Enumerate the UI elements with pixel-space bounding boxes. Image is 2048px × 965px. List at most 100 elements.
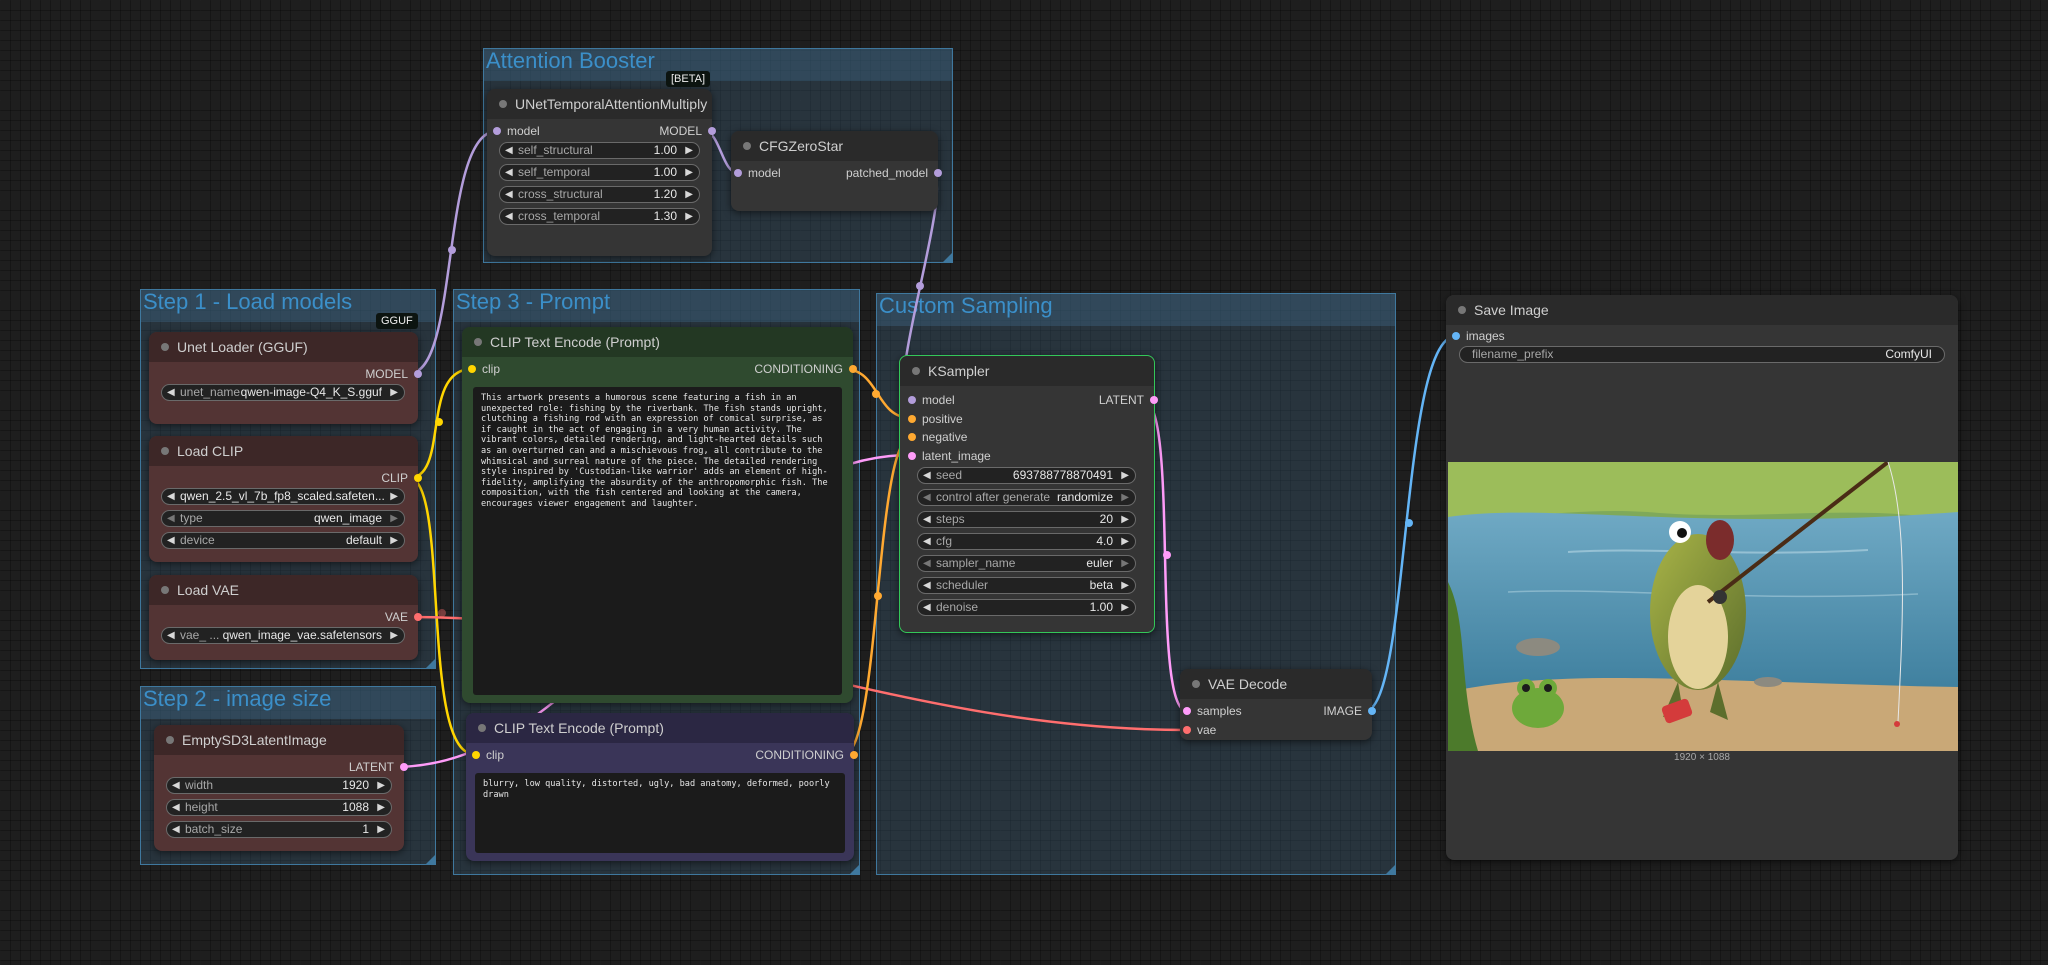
node-title[interactable]: CLIP Text Encode (Prompt) bbox=[466, 713, 854, 743]
input-slot-clip[interactable]: clip bbox=[472, 747, 504, 763]
node-collapse-dot[interactable] bbox=[1458, 306, 1466, 314]
decrement-arrow-icon[interactable]: ◀ bbox=[172, 780, 180, 791]
node-collapse-dot[interactable] bbox=[1192, 680, 1200, 688]
decrement-arrow-icon[interactable]: ◀ bbox=[505, 145, 513, 156]
input-slot-clip[interactable]: clip bbox=[468, 361, 500, 377]
node-load-clip[interactable]: Load CLIP CLIP ◀qwen_2.5_vl_7b_fp8_scale… bbox=[149, 436, 422, 562]
increment-arrow-icon[interactable]: ▶ bbox=[377, 802, 385, 813]
prev-option-arrow-icon[interactable]: ◀ bbox=[167, 387, 175, 398]
increment-arrow-icon[interactable]: ▶ bbox=[685, 211, 693, 222]
increment-arrow-icon[interactable]: ▶ bbox=[685, 167, 693, 178]
prev-option-arrow-icon[interactable]: ◀ bbox=[167, 513, 175, 524]
node-collapse-dot[interactable] bbox=[912, 367, 920, 375]
next-option-arrow-icon[interactable]: ▶ bbox=[1121, 580, 1129, 591]
node-title[interactable]: Unet Loader (GGUF) bbox=[149, 332, 418, 362]
increment-arrow-icon[interactable]: ▶ bbox=[1121, 602, 1129, 613]
node-collapse-dot[interactable] bbox=[161, 586, 169, 594]
next-option-arrow-icon[interactable]: ▶ bbox=[390, 491, 398, 502]
node-load-vae[interactable]: Load VAE VAE ◀vae_ ...qwen_image_vae.saf… bbox=[149, 575, 422, 660]
node-collapse-dot[interactable] bbox=[161, 447, 169, 455]
node-title[interactable]: VAE Decode bbox=[1180, 669, 1372, 699]
node-title[interactable]: Load CLIP bbox=[149, 436, 418, 466]
next-option-arrow-icon[interactable]: ▶ bbox=[1121, 558, 1129, 569]
node-collapse-dot[interactable] bbox=[499, 100, 507, 108]
prev-option-arrow-icon[interactable]: ◀ bbox=[167, 630, 175, 641]
increment-arrow-icon[interactable]: ▶ bbox=[1121, 514, 1129, 525]
node-collapse-dot[interactable] bbox=[478, 724, 486, 732]
node-title[interactable]: CLIP Text Encode (Prompt) bbox=[462, 327, 853, 357]
node-collapse-dot[interactable] bbox=[743, 142, 751, 150]
input-slot-model[interactable]: model bbox=[734, 165, 781, 181]
input-slot-positive[interactable]: positive bbox=[908, 411, 963, 427]
increment-arrow-icon[interactable]: ▶ bbox=[685, 145, 693, 156]
node-clip-text-encode-positive[interactable]: CLIP Text Encode (Prompt) clip CONDITION… bbox=[462, 327, 857, 703]
node-title[interactable]: CFGZeroStar bbox=[731, 131, 938, 161]
output-slot-clip[interactable]: CLIP bbox=[381, 470, 422, 486]
prev-option-arrow-icon[interactable]: ◀ bbox=[167, 535, 175, 546]
generated-image-preview[interactable] bbox=[1448, 462, 1958, 751]
decrement-arrow-icon[interactable]: ◀ bbox=[923, 536, 931, 547]
prev-option-arrow-icon[interactable]: ◀ bbox=[923, 580, 931, 591]
output-slot-vae[interactable]: VAE bbox=[385, 609, 422, 625]
decrement-arrow-icon[interactable]: ◀ bbox=[505, 167, 513, 178]
input-slot-negative[interactable]: negative bbox=[908, 429, 967, 445]
next-option-arrow-icon[interactable]: ▶ bbox=[390, 387, 398, 398]
prev-option-arrow-icon[interactable]: ◀ bbox=[923, 492, 931, 503]
decrement-arrow-icon[interactable]: ◀ bbox=[505, 189, 513, 200]
output-slot-latent[interactable]: LATENT bbox=[1099, 392, 1158, 408]
input-slot-model[interactable]: model bbox=[908, 392, 955, 408]
output-slot-conditioning[interactable]: CONDITIONING bbox=[754, 361, 857, 377]
decrement-arrow-icon[interactable]: ◀ bbox=[505, 211, 513, 222]
widget-clip-name[interactable]: ◀qwen_2.5_vl_7b_fp8_scaled.safeten...▶ bbox=[161, 488, 405, 505]
widget-vae-name[interactable]: ◀vae_ ...qwen_image_vae.safetensors▶ bbox=[161, 627, 405, 644]
node-collapse-dot[interactable] bbox=[161, 343, 169, 351]
node-title[interactable]: KSampler bbox=[900, 356, 1154, 386]
prev-option-arrow-icon[interactable]: ◀ bbox=[923, 558, 931, 569]
decrement-arrow-icon[interactable]: ◀ bbox=[172, 802, 180, 813]
node-clip-text-encode-negative[interactable]: CLIP Text Encode (Prompt) clip CONDITION… bbox=[466, 713, 858, 861]
increment-arrow-icon[interactable]: ▶ bbox=[377, 780, 385, 791]
group-resize-handle[interactable] bbox=[943, 253, 952, 262]
group-resize-handle[interactable] bbox=[1386, 865, 1395, 874]
node-collapse-dot[interactable] bbox=[474, 338, 482, 346]
decrement-arrow-icon[interactable]: ◀ bbox=[923, 514, 931, 525]
increment-arrow-icon[interactable]: ▶ bbox=[1121, 470, 1129, 481]
node-unet-temporal-attention[interactable]: UNetTemporalAttentionMultiply model MODE… bbox=[487, 89, 716, 256]
next-option-arrow-icon[interactable]: ▶ bbox=[1121, 492, 1129, 503]
input-slot-samples[interactable]: samples bbox=[1183, 703, 1242, 719]
input-slot-model[interactable]: model bbox=[493, 123, 540, 139]
input-slot-images[interactable]: images bbox=[1452, 328, 1505, 344]
output-slot-model[interactable]: MODEL bbox=[659, 123, 716, 139]
output-slot-latent[interactable]: LATENT bbox=[349, 759, 408, 775]
input-slot-latent-image[interactable]: latent_image bbox=[908, 448, 991, 464]
node-title[interactable]: EmptySD3LatentImage bbox=[154, 725, 404, 755]
output-slot-patched-model[interactable]: patched_model bbox=[846, 165, 942, 181]
output-slot-conditioning[interactable]: CONDITIONING bbox=[755, 747, 858, 763]
group-resize-handle[interactable] bbox=[426, 659, 435, 668]
decrement-arrow-icon[interactable]: ◀ bbox=[172, 824, 180, 835]
next-option-arrow-icon[interactable]: ▶ bbox=[390, 535, 398, 546]
input-slot-vae[interactable]: vae bbox=[1183, 722, 1216, 738]
node-title[interactable]: UNetTemporalAttentionMultiply bbox=[487, 89, 712, 119]
next-option-arrow-icon[interactable]: ▶ bbox=[390, 630, 398, 641]
increment-arrow-icon[interactable]: ▶ bbox=[377, 824, 385, 835]
prompt-textarea[interactable]: blurry, low quality, distorted, ugly, ba… bbox=[475, 773, 845, 853]
